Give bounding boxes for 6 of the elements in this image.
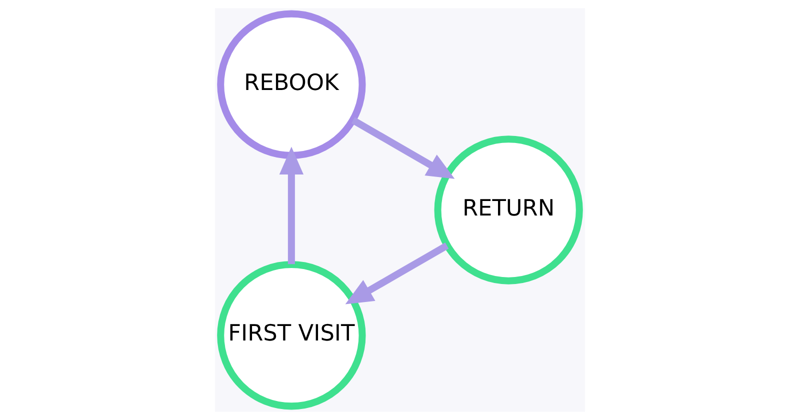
arrow [279,146,304,264]
node-circle: RETURN [434,136,583,284]
node-circle: FIRST VISIT [217,261,366,410]
arrow [345,242,449,304]
arrow [351,117,455,179]
node-circle: REBOOK [217,10,366,159]
